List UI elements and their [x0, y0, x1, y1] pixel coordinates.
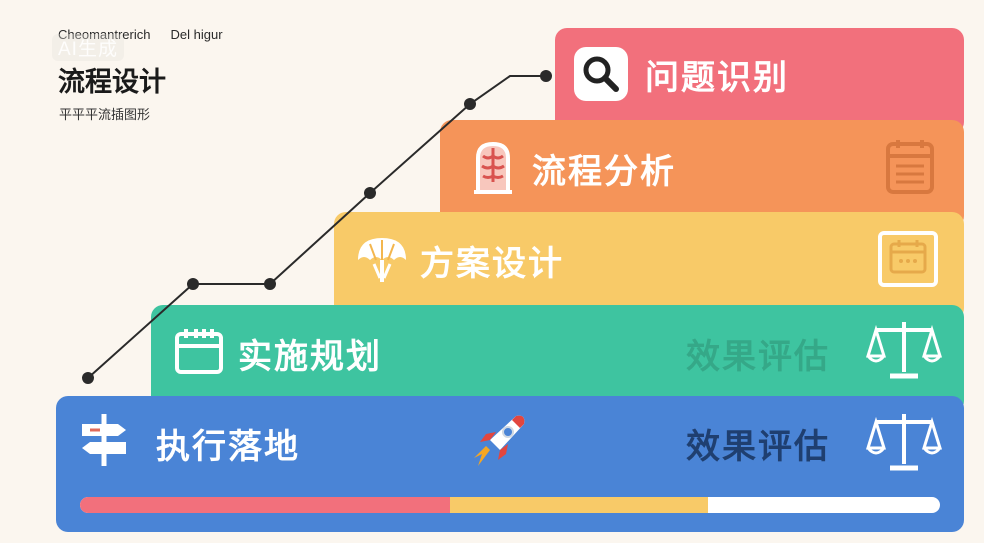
umbrella-icon [354, 234, 410, 286]
connector-node [82, 372, 94, 384]
step-right-label-evaluation: 效果评估 [686, 427, 830, 467]
header-caption-a: Cheomantrerich [58, 27, 151, 42]
header-caption: Cheomantrerich Del higur [58, 27, 223, 42]
step-implementation-planning [151, 305, 964, 413]
step-label-problem-identification: 问题识别 [645, 58, 789, 98]
brain-icon [468, 138, 518, 196]
connector-node [540, 70, 552, 82]
scale-icon [865, 410, 943, 472]
connector-node [187, 278, 199, 290]
calendar-icon [884, 138, 936, 196]
signpost-icon [78, 410, 130, 468]
calendar-icon [174, 326, 224, 376]
connector-node [464, 98, 476, 110]
page-title: 流程设计 [58, 67, 166, 98]
connector-node [364, 187, 376, 199]
step-process-analysis [440, 120, 964, 228]
progress-segment-red [80, 497, 450, 513]
step-solution-design [334, 212, 964, 320]
calendar-icon [877, 230, 939, 288]
scale-icon [865, 318, 943, 380]
step-label-implementation-planning: 实施规划 [238, 337, 382, 377]
rocket-icon [470, 410, 530, 472]
progress-bar [80, 497, 940, 513]
search-icon [574, 47, 628, 101]
step-label-solution-design: 方案设计 [420, 244, 564, 284]
step-label-process-analysis: 流程分析 [532, 152, 676, 192]
step-label-execution: 执行落地 [156, 427, 300, 467]
ai-watermark: AI生成 [52, 34, 124, 61]
connector-node [264, 278, 276, 290]
header-caption-b: Del higur [170, 27, 223, 42]
page-subtitle: 平平平流插图形 [59, 108, 151, 123]
step-right-label-evaluation-faded: 效果评估 [686, 337, 830, 377]
progress-segment-yellow [449, 497, 708, 513]
